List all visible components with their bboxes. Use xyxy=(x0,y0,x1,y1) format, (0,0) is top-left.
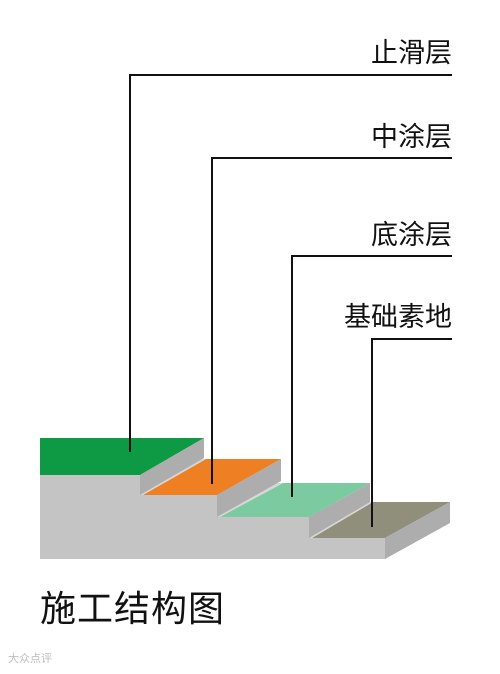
base-coat-top-surface xyxy=(220,483,370,517)
label-middle-coat-layer: 中涂层 xyxy=(371,122,452,153)
middle-coat-side-face xyxy=(217,459,281,517)
substrate-side-face xyxy=(385,502,450,559)
base-coat-front-face xyxy=(40,517,310,538)
leader-line-substrate xyxy=(371,338,452,527)
anti-slip-slab xyxy=(40,438,204,495)
middle-coat-front-face xyxy=(40,495,218,517)
leader-line-base-coat xyxy=(291,255,452,497)
leader-line-anti-slip xyxy=(129,74,452,452)
substrate-top-surface xyxy=(312,502,450,538)
leader-line-middle-coat xyxy=(211,157,452,484)
anti-slip-top-surface xyxy=(40,438,204,475)
anti-slip-side-face xyxy=(140,438,204,495)
anti-slip-front-face xyxy=(40,475,141,495)
watermark: 大众点评 xyxy=(8,652,52,665)
leader-lines xyxy=(129,74,452,527)
label-base-coat-layer: 底涂层 xyxy=(371,220,452,251)
base-coat-side-face xyxy=(309,483,370,538)
label-anti-slip-layer: 止滑层 xyxy=(371,38,452,69)
substrate-front-face xyxy=(40,538,386,559)
diagram-title: 施工结构图 xyxy=(40,589,226,630)
label-substrate-layer: 基础素地 xyxy=(344,302,452,333)
